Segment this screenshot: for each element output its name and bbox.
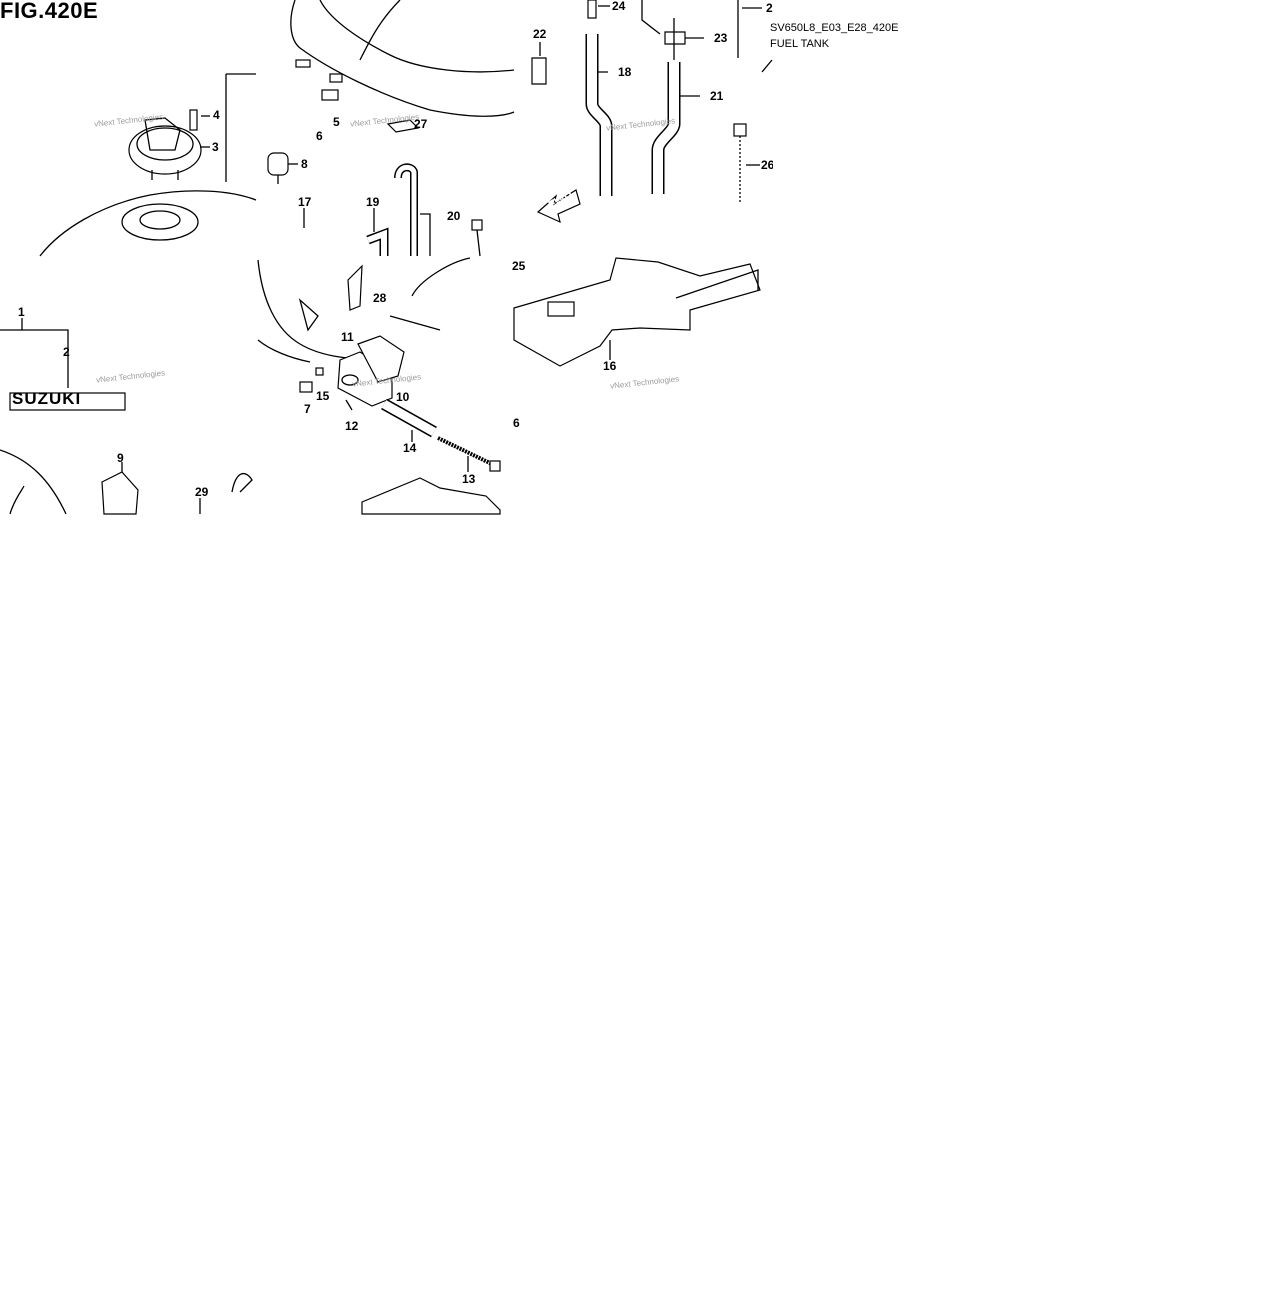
callout-26: 26: [761, 159, 773, 171]
callout-6: 6: [316, 129, 323, 143]
callout-4: 4: [213, 108, 220, 122]
hoses-17-19-20: [269, 163, 483, 257]
callout-28: 28: [373, 291, 387, 305]
callout-12: 12: [345, 419, 359, 433]
callout-11: 11: [341, 330, 354, 344]
callout-2-top-right: 2: [766, 2, 773, 14]
callout-25: 25: [512, 259, 526, 273]
callout-29: 29: [195, 485, 209, 499]
callout-7: 7: [304, 402, 311, 416]
rear-cover-16: [513, 257, 761, 367]
fuel-tank-top-center: [290, 0, 515, 133]
callout-14: 14: [403, 441, 417, 455]
hoses-18-21-23-24: [531, 0, 773, 202]
fuel-cap-assembly: [128, 109, 210, 180]
callout-8: 8: [301, 157, 308, 171]
callout-2: 2: [63, 345, 70, 359]
callout-6-lower: 6: [513, 416, 520, 430]
callout-3: 3: [212, 140, 219, 154]
fuel-tank-top-left: [39, 73, 257, 257]
callout-10: 10: [396, 390, 410, 404]
suzuki-emblem: SUZUKI: [12, 389, 82, 408]
callout-18: 18: [618, 65, 632, 79]
callout-27: 27: [414, 117, 428, 131]
callout-20: 20: [447, 209, 461, 223]
bottom-bracket: [361, 477, 501, 515]
callout-17: 17: [298, 195, 312, 209]
fwd-arrow: [536, 189, 581, 224]
callout-19: 19: [366, 195, 380, 209]
diagram-description: FUEL TANK: [770, 38, 830, 50]
diagram-code: SV650L8_E03_E28_420E: [770, 22, 899, 34]
callout-1: 1: [18, 305, 25, 319]
callout-9: 9: [117, 451, 124, 465]
part-9-and-29: [101, 462, 253, 515]
tank-bottom-left: [0, 318, 126, 515]
callout-16: 16: [603, 359, 617, 373]
callout-23: 23: [714, 31, 728, 45]
part-8: [267, 152, 298, 184]
callout-5: 5: [333, 115, 340, 129]
callout-21: 21: [710, 89, 724, 103]
callout-24: 24: [612, 0, 626, 13]
callout-13: 13: [462, 472, 476, 486]
figure-title: FIG.420E: [0, 0, 99, 23]
callout-15: 15: [316, 389, 330, 403]
pump-assembly: [299, 335, 501, 472]
callout-22: 22: [533, 27, 547, 41]
